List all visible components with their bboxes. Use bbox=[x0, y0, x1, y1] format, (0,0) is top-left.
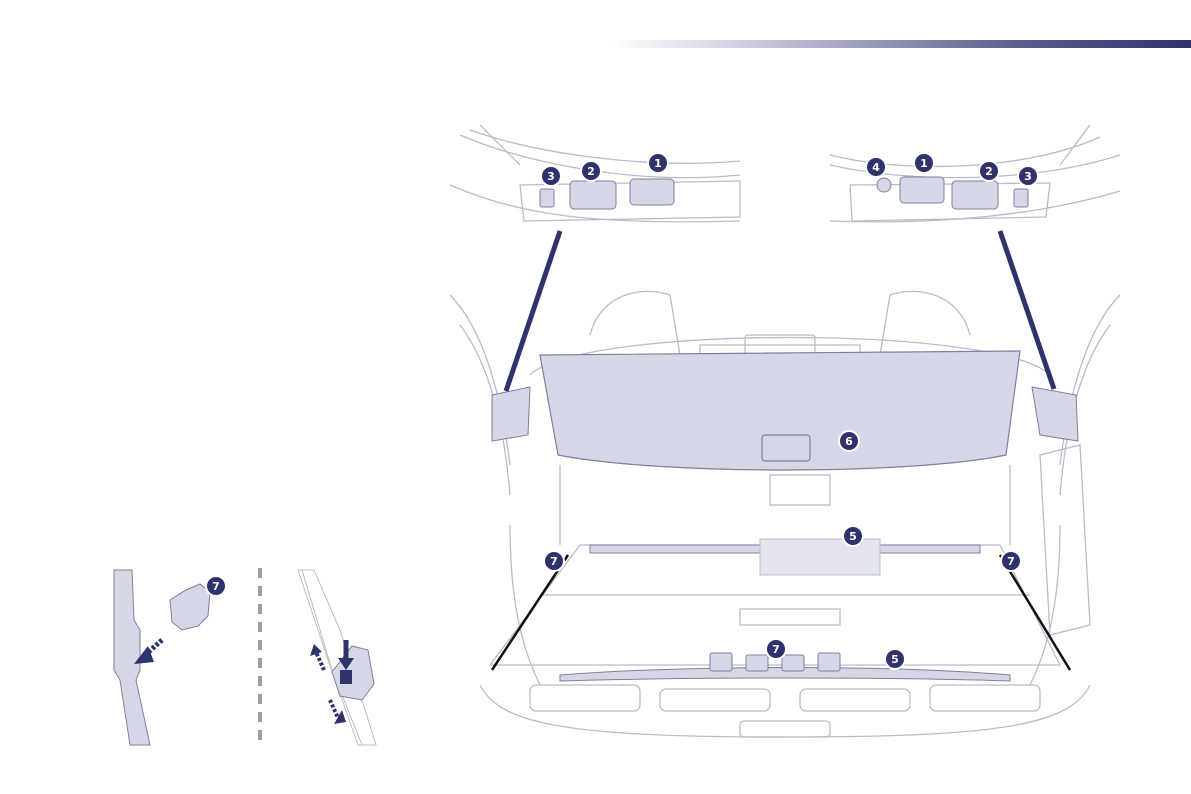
svg-text:2: 2 bbox=[985, 165, 993, 178]
callout-6: 6 bbox=[839, 431, 859, 451]
svg-text:7: 7 bbox=[772, 643, 780, 656]
svg-text:3: 3 bbox=[1024, 170, 1032, 183]
luggage-cover-6 bbox=[540, 351, 1020, 470]
svg-text:2: 2 bbox=[587, 165, 595, 178]
callout-2-right: 2 bbox=[979, 161, 999, 181]
callout-7-rings: 7 bbox=[766, 639, 786, 659]
svg-text:7: 7 bbox=[550, 555, 558, 568]
callout-7-left: 7 bbox=[206, 576, 226, 596]
callout-1-left: 1 bbox=[648, 153, 668, 173]
svg-text:5: 5 bbox=[891, 653, 899, 666]
handle-2-right bbox=[952, 181, 998, 209]
svg-text:5: 5 bbox=[849, 530, 857, 543]
hook-1-right bbox=[900, 177, 944, 203]
switch-3-left bbox=[540, 189, 554, 207]
header-accent-bar bbox=[610, 40, 1191, 48]
svg-text:6: 6 bbox=[845, 435, 853, 448]
anchor-hook-detail-illustration: 7 bbox=[100, 560, 400, 750]
svg-text:7: 7 bbox=[1007, 555, 1015, 568]
handle-2-left bbox=[570, 181, 616, 209]
svg-text:3: 3 bbox=[547, 170, 555, 183]
lashing-ring-c bbox=[782, 655, 804, 671]
callout-5-lower: 5 bbox=[885, 649, 905, 669]
boot-interior-illustration: 1 2 3 4 1 2 3 6 5 7 7 7 5 bbox=[440, 125, 1130, 745]
callout-3-right: 3 bbox=[1018, 166, 1038, 186]
svg-text:1: 1 bbox=[654, 157, 662, 170]
callout-1-right: 1 bbox=[914, 153, 934, 173]
hook-part bbox=[170, 584, 210, 630]
callout-4: 4 bbox=[866, 157, 886, 177]
callout-7-right-rail: 7 bbox=[1001, 551, 1021, 571]
svg-text:7: 7 bbox=[212, 580, 220, 593]
lashing-ring-d bbox=[818, 653, 840, 671]
hook-1-left bbox=[630, 179, 674, 205]
socket-4 bbox=[877, 178, 891, 192]
switch-3-right bbox=[1014, 189, 1028, 207]
lashing-ring-b bbox=[746, 655, 768, 671]
callout-7-left-rail: 7 bbox=[544, 551, 564, 571]
lashing-ring-a bbox=[710, 653, 732, 671]
callout-3-left: 3 bbox=[541, 166, 561, 186]
svg-text:1: 1 bbox=[920, 157, 928, 170]
callout-5-upper: 5 bbox=[843, 526, 863, 546]
callout-2-left: 2 bbox=[581, 161, 601, 181]
svg-text:4: 4 bbox=[872, 161, 880, 174]
